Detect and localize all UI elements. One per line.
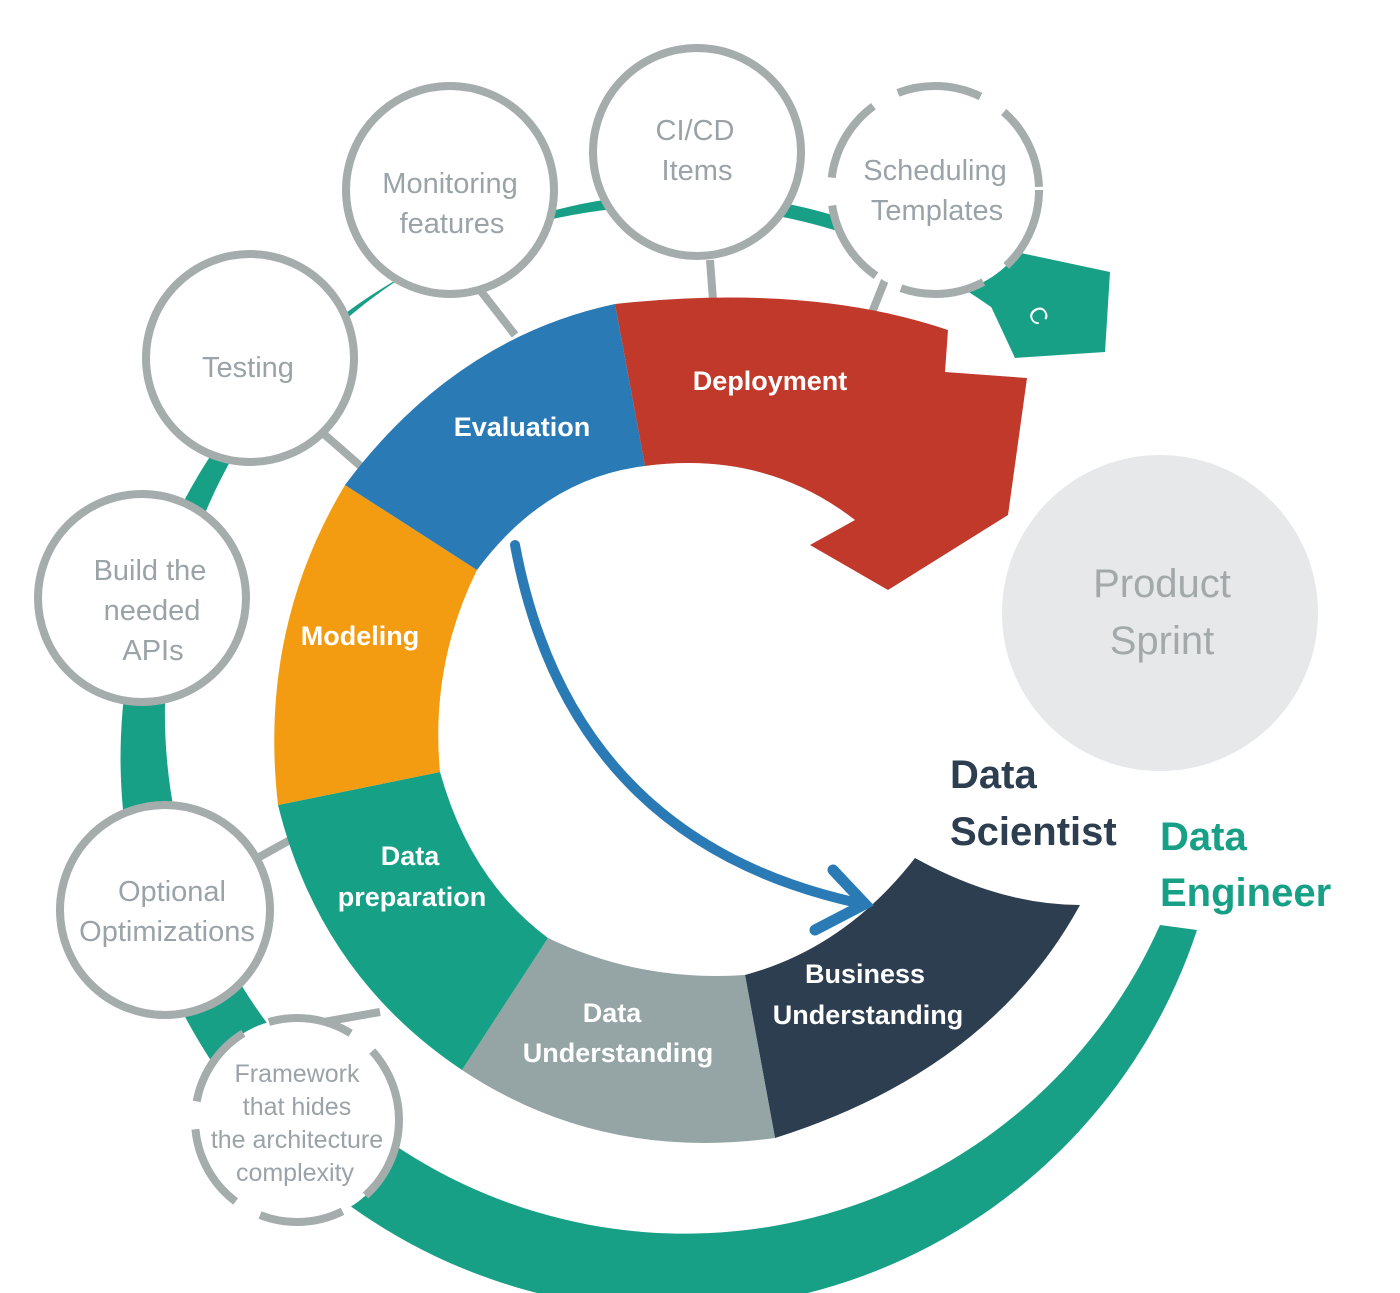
- task-label-framework-4: complexity: [236, 1159, 355, 1187]
- bubble-scheduling: [827, 82, 1043, 298]
- stage-label-data-understanding-1: Data: [583, 998, 643, 1028]
- stage-label-data-preparation-1: Data: [381, 841, 441, 871]
- product-sprint-label-2: Sprint: [1110, 619, 1215, 663]
- task-label-optimizations-1: Optional: [118, 876, 226, 908]
- task-label-framework-1: Framework: [234, 1060, 360, 1088]
- task-label-apis-1: Build the: [94, 555, 207, 587]
- role-data-engineer-1: Data: [1160, 815, 1247, 859]
- task-label-scheduling-2: Templates: [871, 195, 1003, 227]
- stage-label-business-1: Business: [805, 959, 925, 989]
- stage-label-deployment: Deployment: [693, 366, 848, 396]
- engineer-task-bubbles: [34, 44, 1043, 1226]
- role-data-scientist-2: Scientist: [950, 810, 1117, 854]
- task-label-cicd-2: Items: [662, 155, 733, 187]
- stage-label-data-preparation-2: preparation: [338, 882, 487, 912]
- segment-data-preparation: [278, 772, 548, 1070]
- engineer-task-labels: Framework that hides the architecture co…: [79, 115, 1007, 1187]
- feedback-arrowhead: [809, 864, 874, 936]
- bubble-cicd: [589, 44, 805, 260]
- stage-label-evaluation: Evaluation: [454, 412, 591, 442]
- stage-label-modeling: Modeling: [301, 621, 419, 651]
- product-sprint-circle: [1002, 455, 1318, 771]
- role-data-engineer-2: Engineer: [1160, 871, 1331, 915]
- segment-data-understanding: [462, 938, 775, 1143]
- product-sprint-label-1: Product: [1093, 562, 1231, 606]
- task-label-scheduling-1: Scheduling: [863, 155, 1007, 187]
- segment-modeling: [274, 485, 477, 805]
- bubble-monitoring: [342, 82, 558, 298]
- task-label-apis-2: needed: [104, 595, 201, 627]
- task-label-testing: Testing: [202, 352, 294, 384]
- task-label-cicd-1: CI/CD: [656, 115, 735, 147]
- stage-segments: [274, 297, 1080, 1143]
- task-label-monitoring-1: Monitoring: [382, 168, 517, 200]
- bubble-optional-optimizations: [56, 801, 274, 1019]
- task-label-monitoring-2: features: [400, 208, 505, 240]
- task-label-framework-3: the architecture: [211, 1126, 383, 1154]
- feedback-arrow-line: [510, 540, 863, 908]
- role-labels: Data Scientist Data Engineer: [950, 753, 1331, 915]
- stage-labels: Business Understanding Data Understandin…: [301, 366, 964, 1068]
- bubble-framework: [191, 1014, 403, 1226]
- bubble-build-apis: [34, 490, 250, 706]
- stage-label-data-understanding-2: Understanding: [523, 1038, 714, 1068]
- feedback-arrow: [510, 540, 874, 936]
- role-data-scientist-1: Data: [950, 753, 1037, 797]
- task-label-framework-2: that hides: [243, 1093, 351, 1121]
- segment-business-understanding: [745, 858, 1080, 1138]
- bubble-testing: [142, 250, 358, 466]
- stage-label-business-2: Understanding: [773, 1000, 964, 1030]
- task-label-apis-3: APIs: [122, 635, 183, 667]
- segment-deployment: [615, 297, 1027, 590]
- task-label-optimizations-2: Optimizations: [79, 916, 255, 948]
- segment-evaluation: [345, 304, 645, 570]
- product-sprint: Product Sprint: [1002, 455, 1318, 771]
